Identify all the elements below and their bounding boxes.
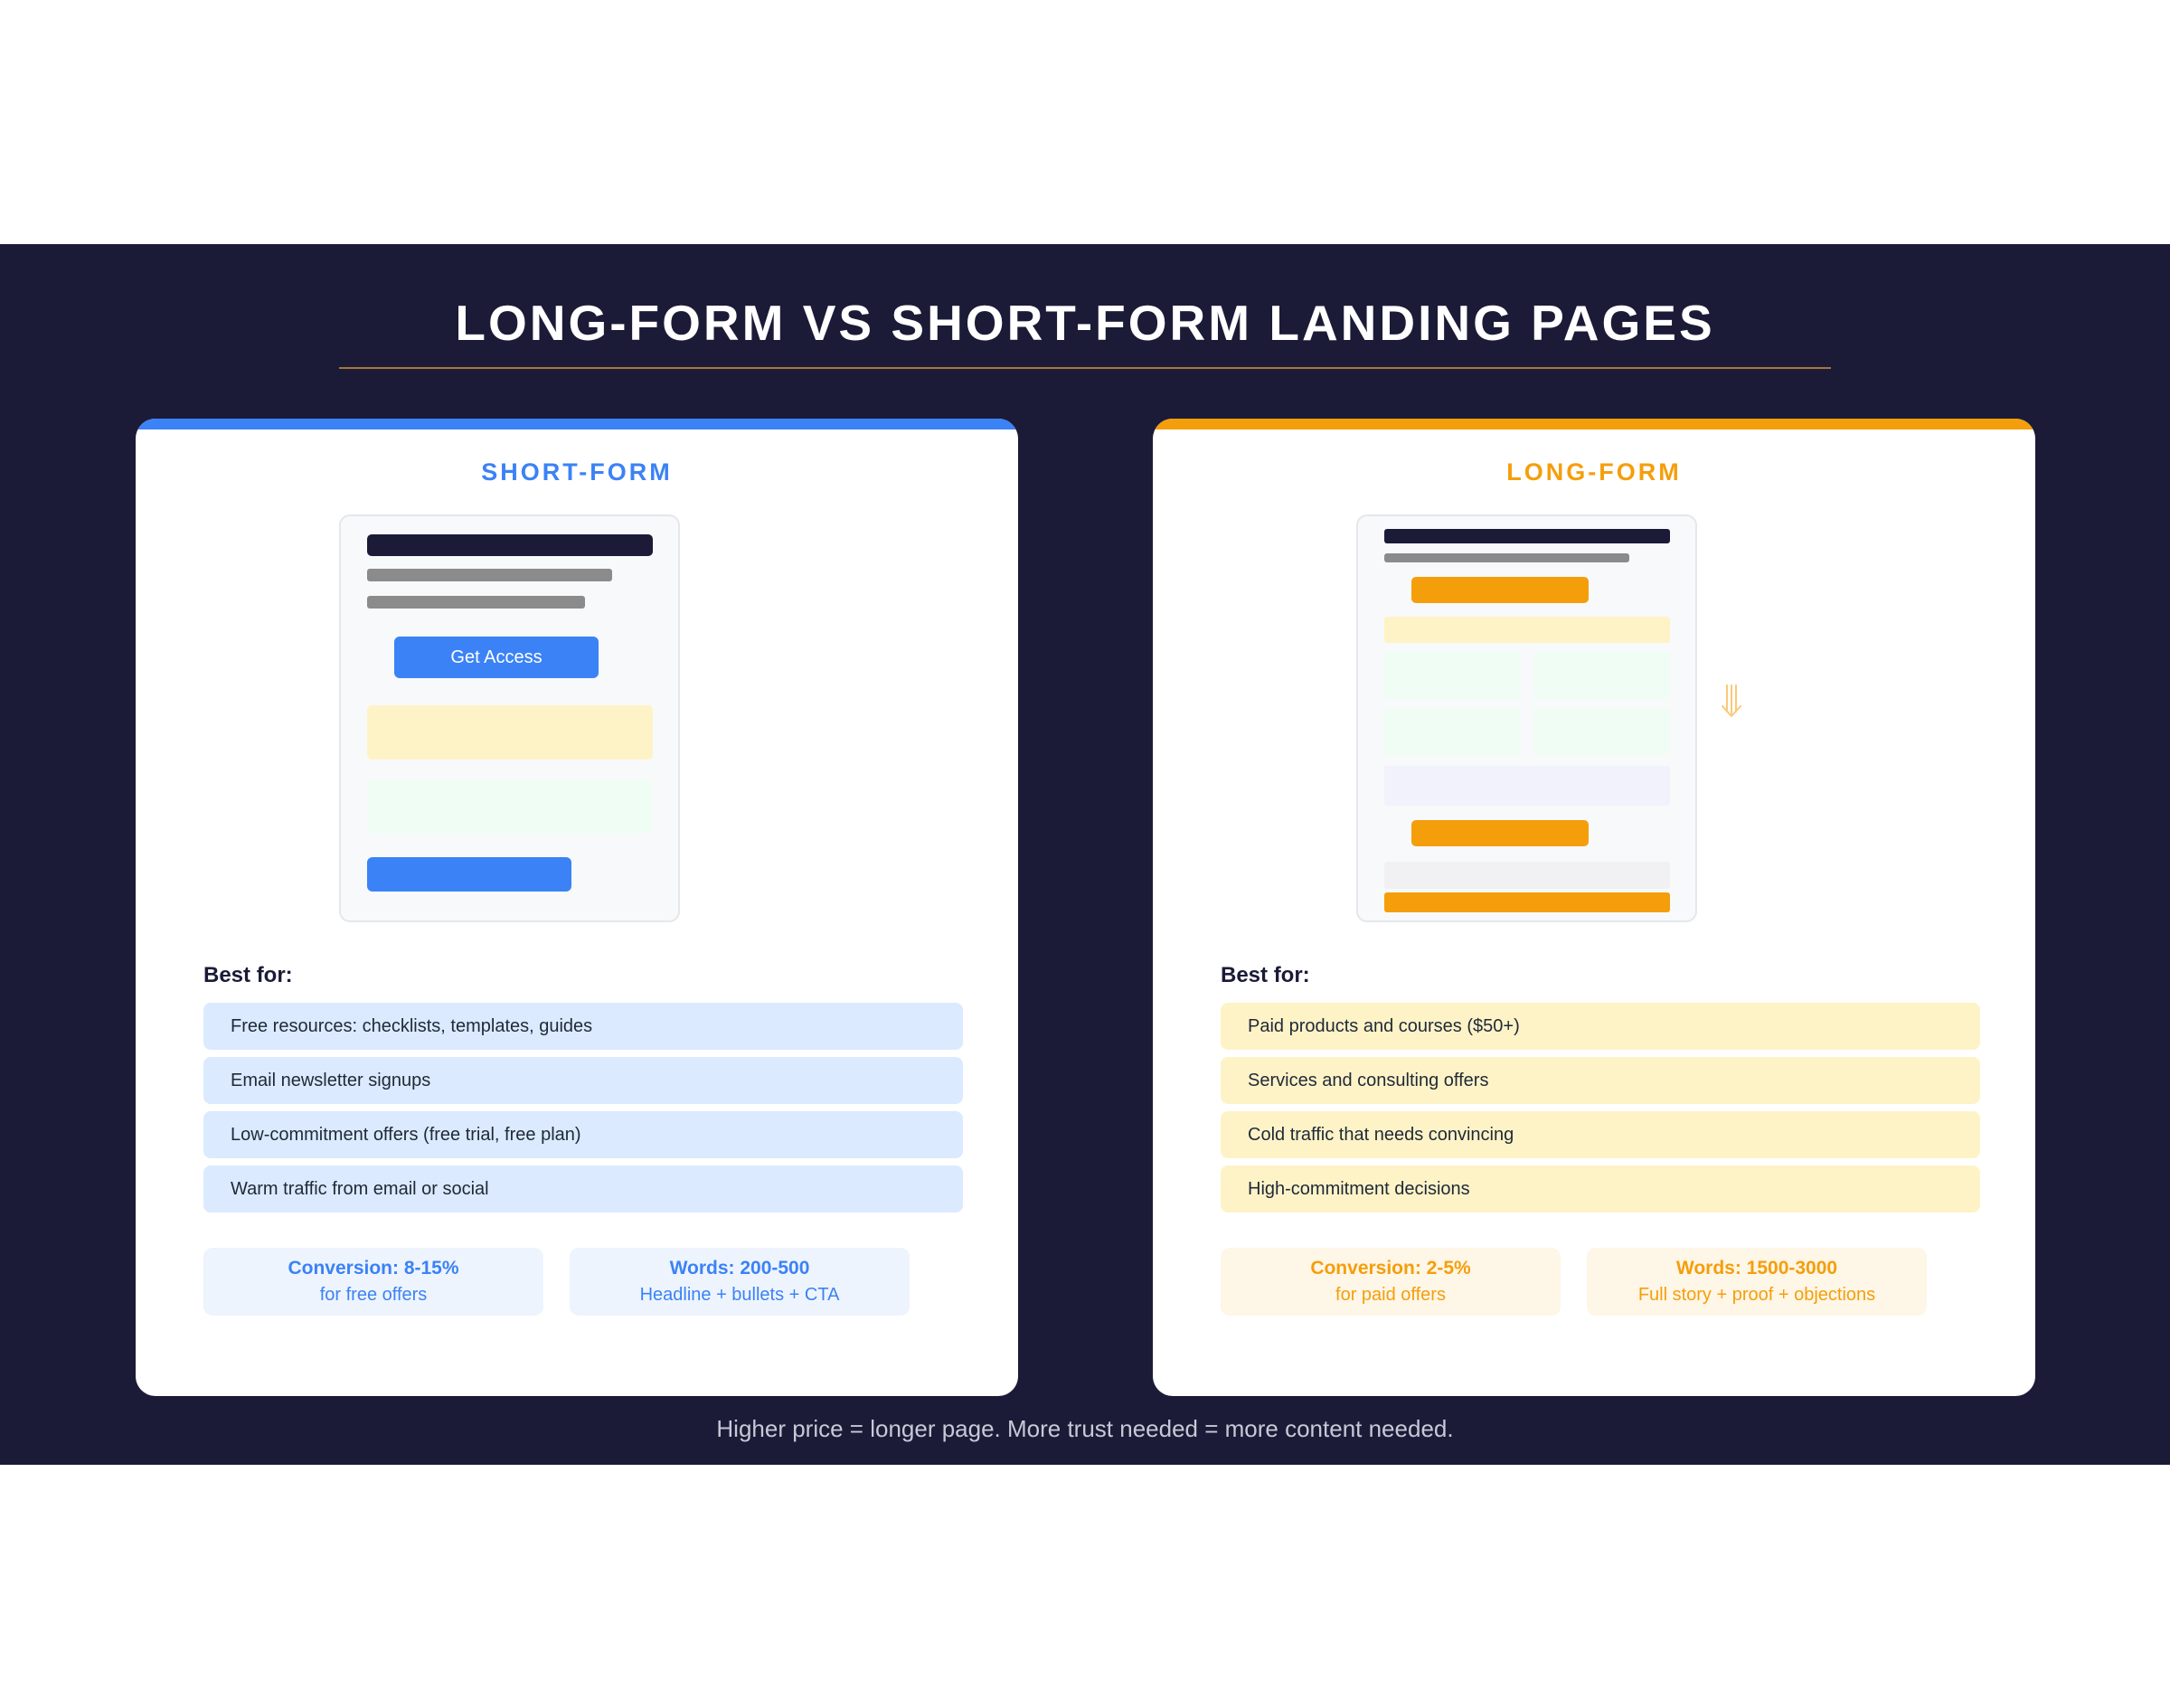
mock-faq-section bbox=[1384, 862, 1670, 889]
stat-subtitle: Headline + bullets + CTA bbox=[639, 1285, 840, 1305]
list-item: Services and consulting offers bbox=[1221, 1057, 1980, 1104]
list-item: Cold traffic that needs convincing bbox=[1221, 1111, 1980, 1158]
short-form-best-for-label: Best for: bbox=[203, 963, 293, 987]
long-form-heading: LONG-FORM bbox=[1506, 458, 1682, 486]
mock-headline bbox=[367, 534, 653, 556]
long-form-best-for-list: Paid products and courses ($50+) Service… bbox=[1221, 1003, 1980, 1220]
stat-subtitle: for paid offers bbox=[1335, 1285, 1446, 1305]
mock-middle-button bbox=[1411, 820, 1589, 846]
stat-title: Conversion: 2-5% bbox=[1310, 1258, 1471, 1279]
mock-feature-tile bbox=[1384, 708, 1520, 755]
mock-subline bbox=[1384, 553, 1629, 562]
mock-get-access-button: Get Access bbox=[394, 637, 599, 678]
list-item: Email newsletter signups bbox=[203, 1057, 963, 1104]
long-form-best-for-label: Best for: bbox=[1221, 963, 1310, 987]
short-form-card: SHORT-FORM Get Access Best for: Free res… bbox=[136, 419, 1018, 1396]
mock-headline bbox=[1384, 529, 1670, 543]
mock-feature-tile bbox=[1384, 652, 1520, 699]
page-title: LONG-FORM VS SHORT-FORM LANDING PAGES bbox=[455, 295, 1715, 351]
stat-title: Words: 200-500 bbox=[669, 1258, 810, 1279]
long-form-words-stat: Words: 1500-3000 Full story + proof + ob… bbox=[1587, 1248, 1927, 1316]
list-item: Paid products and courses ($50+) bbox=[1221, 1003, 1980, 1050]
mock-top-button bbox=[1411, 577, 1589, 603]
mock-yellow-section bbox=[1384, 617, 1670, 643]
long-form-card: LONG-FORM Best for: Paid products and co… bbox=[1153, 419, 2035, 1396]
mock-green-section bbox=[367, 779, 653, 834]
stat-title: Conversion: 8-15% bbox=[288, 1258, 459, 1279]
footer-note: Higher price = longer page. More trust n… bbox=[716, 1415, 1454, 1442]
short-form-best-for-list: Free resources: checklists, templates, g… bbox=[203, 1003, 963, 1220]
short-form-heading: SHORT-FORM bbox=[481, 458, 673, 486]
scroll-down-arrow-icon bbox=[1722, 684, 1741, 717]
mock-yellow-section bbox=[367, 705, 653, 760]
short-form-conversion-stat: Conversion: 8-15% for free offers bbox=[203, 1248, 543, 1316]
list-item: High-commitment decisions bbox=[1221, 1165, 1980, 1213]
list-item: Low-commitment offers (free trial, free … bbox=[203, 1111, 963, 1158]
long-form-page-mockup bbox=[1356, 514, 1697, 922]
short-form-page-mockup: Get Access bbox=[339, 514, 680, 922]
list-item: Free resources: checklists, templates, g… bbox=[203, 1003, 963, 1050]
mock-feature-tile bbox=[1533, 708, 1670, 755]
mock-subline bbox=[367, 596, 585, 609]
long-form-conversion-stat: Conversion: 2-5% for paid offers bbox=[1221, 1248, 1561, 1316]
list-item: Warm traffic from email or social bbox=[203, 1165, 963, 1213]
mock-bottom-button bbox=[367, 857, 571, 892]
mock-subline bbox=[367, 569, 612, 581]
short-form-accent-bar bbox=[136, 419, 1018, 429]
stat-title: Words: 1500-3000 bbox=[1675, 1258, 1838, 1279]
short-form-words-stat: Words: 200-500 Headline + bullets + CTA bbox=[570, 1248, 910, 1316]
mock-testimonial-section bbox=[1384, 766, 1670, 806]
mock-bottom-bar bbox=[1384, 892, 1670, 912]
mock-feature-tile bbox=[1533, 652, 1670, 699]
long-form-accent-bar bbox=[1153, 419, 2035, 429]
title-divider bbox=[339, 367, 1831, 369]
stat-subtitle: Full story + proof + objections bbox=[1637, 1285, 1876, 1305]
stat-subtitle: for free offers bbox=[319, 1285, 428, 1305]
